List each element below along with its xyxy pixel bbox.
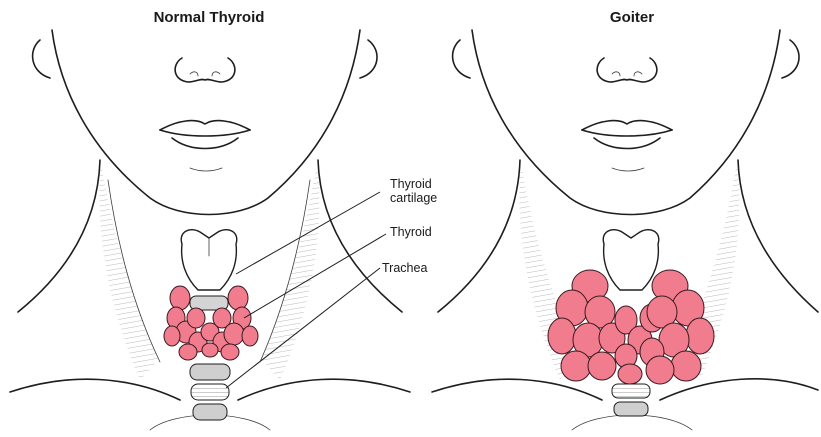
- goiter-nostril-right: [634, 72, 642, 76]
- nostril-right: [212, 72, 220, 76]
- goiter-right-ear: [782, 40, 799, 78]
- right-ear: [360, 40, 377, 78]
- goiter-neck-left: [438, 160, 520, 312]
- label-trachea: Trachea: [382, 261, 427, 275]
- goiter-left-ear: [453, 40, 470, 78]
- goiter-lower-lip: [594, 138, 660, 149]
- nostril-left: [190, 72, 198, 76]
- chin-crease: [190, 168, 222, 171]
- left-clavicle: [10, 379, 180, 400]
- lower-lip: [172, 138, 238, 149]
- goiter-trachea: [612, 384, 650, 416]
- lip-line: [160, 130, 250, 136]
- nose: [175, 58, 235, 82]
- goiter-neck-right: [738, 160, 818, 312]
- normal-thyroid-panel: Normal Thyroid: [10, 9, 437, 430]
- upper-lip: [160, 121, 250, 130]
- goiter-title: Goiter: [610, 9, 654, 26]
- goiter-panel: Goiter: [432, 9, 818, 430]
- label-thyroid-cartilage: Thyroid cartilage: [390, 177, 437, 205]
- goiter-nostril-left: [612, 72, 620, 76]
- goiter-left-clavicle: [432, 379, 602, 400]
- goiter-sternum-notch: [572, 415, 692, 430]
- goiter-thyroid-cartilage: [603, 230, 659, 290]
- left-ear: [33, 40, 50, 78]
- goiter-chin-crease: [612, 168, 644, 171]
- label-thyroid: Thyroid: [390, 225, 432, 239]
- right-clavicle: [238, 379, 410, 400]
- left-neck-muscle: [99, 168, 158, 380]
- goiter-right-clavicle: [660, 379, 818, 400]
- goiter-nose: [597, 58, 657, 82]
- normal-thyroid-title: Normal Thyroid: [154, 9, 265, 26]
- goiter-upper-lip: [582, 121, 672, 130]
- goiter-lip-line: [582, 130, 672, 136]
- neck-left: [18, 160, 100, 312]
